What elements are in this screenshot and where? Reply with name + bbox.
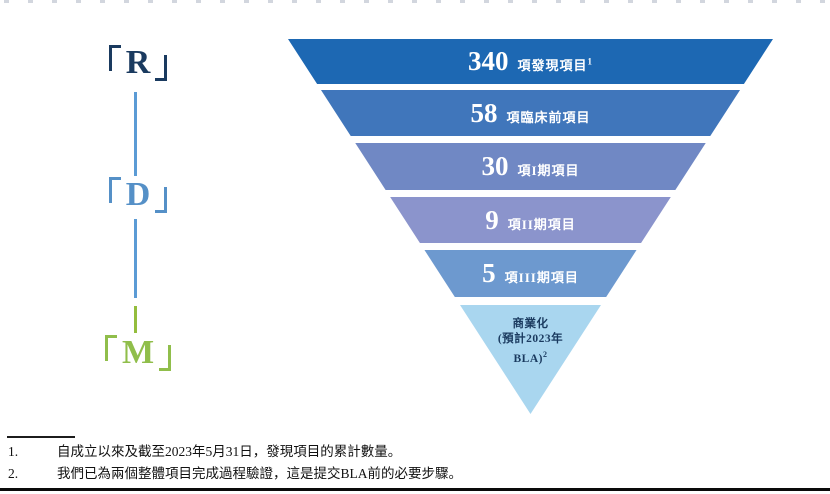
footnote-ref: 2: [542, 350, 548, 359]
footnote-text: 我們已為兩個整體項目完成過程驗證，這是提交BLA前的必要步驟。: [57, 466, 462, 481]
rdm-letter-r: R: [125, 44, 151, 81]
rdm-letter-m: M: [121, 334, 155, 371]
corner-bracket-open-icon: [108, 177, 121, 203]
stage-value: 340: [467, 46, 509, 76]
stage-label: 項II期項目: [507, 216, 576, 232]
corner-bracket-close-icon: [155, 55, 168, 81]
footnotes: 1. 自成立以來及截至2023年5月31日，發現項目的累計數量。 2. 我們已為…: [8, 441, 788, 485]
footnote-ref: 1: [587, 56, 593, 67]
commercial-line2: (預計2023年: [497, 333, 564, 345]
connector-line-r-d: [134, 92, 137, 176]
footnote-2: 2. 我們已為兩個整體項目完成過程驗證，這是提交BLA前的必要步驟。: [8, 463, 788, 485]
funnel-stage-discovery: 340 項發現項目1: [288, 39, 773, 84]
commercialization-label: 商業化 (預計2023年 BLA)2: [498, 305, 563, 367]
connector-line-d-m: [134, 219, 137, 298]
stage-value: 58: [470, 97, 498, 128]
stage-value: 9: [485, 204, 499, 235]
stage-label: 項III期項目: [504, 270, 579, 285]
clipped-text-remnant: [4, 0, 826, 3]
commercial-line3: BLA)2: [513, 350, 548, 365]
funnel-stage-preclinical: 58 項臨床前項目: [288, 90, 773, 136]
commercial-line1: 商業化: [512, 318, 549, 330]
rdm-label-r: R: [92, 44, 184, 81]
connector-line-m: [134, 306, 137, 333]
corner-bracket-close-icon: [159, 345, 172, 371]
stage-label: 項I期項目: [517, 163, 580, 178]
rdm-label-m: M: [92, 334, 184, 371]
stage-value: 5: [482, 258, 496, 288]
rdm-letter-d: D: [125, 176, 151, 213]
corner-bracket-open-icon: [104, 335, 117, 361]
page-bottom-rule: [0, 488, 830, 491]
rdm-label-d: D: [92, 176, 184, 213]
footnote-separator: [7, 436, 75, 438]
footnote-1: 1. 自成立以來及截至2023年5月31日，發現項目的累計數量。: [8, 441, 788, 463]
funnel-stage-commercialization: 商業化 (預計2023年 BLA)2: [288, 305, 773, 414]
funnel-stage-phase1: 30 項I期項目: [288, 143, 773, 190]
stage-value: 30: [481, 151, 509, 181]
footnote-number: 2.: [8, 466, 19, 481]
corner-bracket-open-icon: [108, 45, 121, 71]
stage-label: 項臨床前項目: [506, 109, 591, 125]
stage-label: 項發現項目1: [517, 56, 593, 73]
footnote-number: 1.: [8, 444, 19, 459]
funnel-stage-phase3: 5 項III期項目: [288, 250, 773, 297]
funnel-stage-phase2: 9 項II期項目: [288, 197, 773, 243]
corner-bracket-close-icon: [155, 187, 168, 213]
pipeline-funnel: 340 項發現項目1 58 項臨床前項目 30 項I期項目 9 項II期項目: [288, 39, 773, 414]
footnote-text: 自成立以來及截至2023年5月31日，發現項目的累計數量。: [57, 444, 402, 459]
